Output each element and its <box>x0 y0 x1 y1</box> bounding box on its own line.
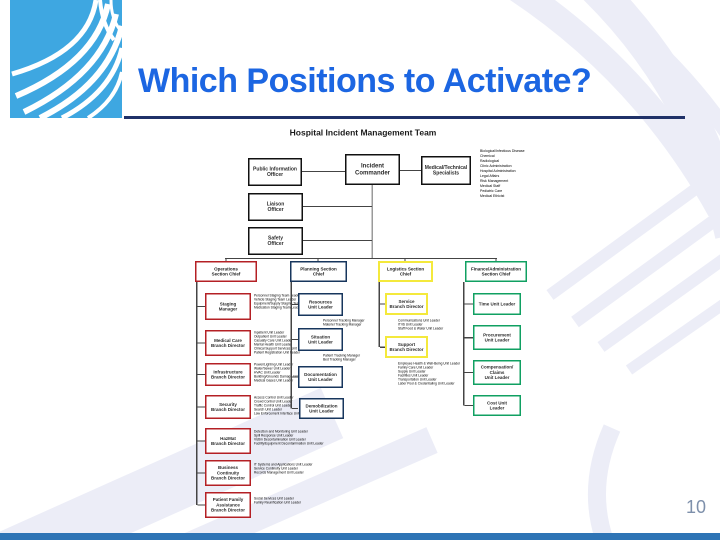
box-time-unit-leader: Time Unit Leader <box>473 293 521 315</box>
connector-line <box>303 240 372 241</box>
connector-line <box>380 346 385 348</box>
connector-line <box>197 306 205 307</box>
box-cost-unit-leader: Cost Unit Leader <box>473 395 521 416</box>
box-logistics-section-chief: Logistics Section Chief <box>378 261 433 282</box>
box-operations-section-chief: Operations Section Chief <box>195 261 257 282</box>
connector-line <box>292 339 298 340</box>
page-number: 10 <box>686 497 707 517</box>
specialists-list: Biological/Infectious Disease Chemical R… <box>480 149 525 199</box>
footer-bar <box>0 533 720 540</box>
box-business-continuity-branch-director: Business Continuity Branch Director <box>205 460 251 486</box>
box-safety-officer: Safety Officer <box>248 227 303 255</box>
logo <box>10 0 122 118</box>
box-liaison-officer: Liaison Officer <box>248 193 303 221</box>
units-patient-family-assistance: Social Services Unit Leader Family Reuni… <box>254 497 301 505</box>
box-security-branch-director: Security Branch Director <box>205 395 251 419</box>
box-situation-unit-leader: Situation Unit Leader <box>298 328 343 351</box>
connector-line <box>225 258 227 262</box>
connector-line <box>196 282 198 505</box>
connector-line <box>197 406 205 408</box>
box-compensation-claims-unit-leader: Compensation/ Claims Unit Leader <box>473 360 521 385</box>
units-support: Employee Health & Well-Being Unit Leader… <box>398 362 461 386</box>
box-finance-administration-section-chief: Finance/Administration Section Chief <box>465 261 527 282</box>
box-demobilization-unit-leader: Demobilization Unit Leader <box>299 398 344 419</box>
box-public-information-officer: Public Information Officer <box>248 158 302 186</box>
connector-line <box>197 504 205 506</box>
box-support-branch-director: Support Branch Director <box>385 336 428 358</box>
box-service-branch-director: Service Branch Director <box>385 293 428 315</box>
connector-line <box>464 337 473 339</box>
box-hazmat-branch-director: HazMat Branch Director <box>205 428 251 454</box>
connector-line <box>303 206 372 207</box>
title-underline <box>124 116 685 119</box>
connector-line <box>292 408 298 409</box>
box-staging-manager: Staging Manager <box>205 293 251 320</box>
connector-line <box>464 405 473 406</box>
units-business-continuity: IT Systems and Applications Unit Leader … <box>254 463 313 475</box>
connector-line <box>371 185 373 259</box>
org-chart: Hospital Incident Management Team Public… <box>188 128 558 528</box>
units-resources: Personnel Tracking Manager Materiel Trac… <box>323 319 365 327</box>
connector-line <box>317 258 319 262</box>
chart-heading: Hospital Incident Management Team <box>289 128 437 138</box>
connector-line <box>380 303 385 305</box>
units-service: Communications Unit Leader IT/IS Unit Le… <box>398 319 444 331</box>
box-medical-care-branch-director: Medical Care Branch Director <box>205 330 251 356</box>
connector-line <box>197 374 205 375</box>
connector-line <box>464 372 473 373</box>
box-procurement-unit-leader: Procurement Unit Leader <box>473 325 521 350</box>
box-documentation-unit-leader: Documentation Unit Leader <box>298 366 343 388</box>
connector-line <box>225 258 497 259</box>
connector-line <box>400 170 421 171</box>
connector-line <box>464 303 473 305</box>
box-resources-unit-leader: Resources Unit Leader <box>298 293 343 316</box>
box-medical-technical-specialists: Medical/Technical Specialists <box>421 156 471 185</box>
slide-title: Which Positions to Activate? <box>138 62 592 100</box>
connector-line <box>197 472 205 474</box>
units-situation: Patient Tracking Manager Bed Tracking Ma… <box>323 354 361 362</box>
connector-line <box>463 282 465 406</box>
connector-line <box>404 258 406 262</box>
box-patient-family-assistance-branch-director: Patient Family Assistance Branch Directo… <box>205 492 251 518</box>
units-infrastructure: Power/Lighting Unit Leader Water/Sewer U… <box>254 363 310 383</box>
connector-line <box>197 342 205 344</box>
connector-line <box>495 258 497 262</box>
box-infrastructure-branch-director: Infrastructure Branch Director <box>205 363 251 386</box>
connector-line <box>290 282 292 409</box>
connector-line <box>302 171 345 172</box>
box-incident-commander: Incident Commander <box>345 154 400 185</box>
box-planning-section-chief: Planning Section Chief <box>290 261 347 282</box>
connector-line <box>292 304 298 305</box>
units-hazmat: Detection and Monitoring Unit Leader Spi… <box>254 430 324 446</box>
connector-line <box>292 376 298 378</box>
connector-line <box>378 282 380 347</box>
connector-line <box>197 440 205 442</box>
